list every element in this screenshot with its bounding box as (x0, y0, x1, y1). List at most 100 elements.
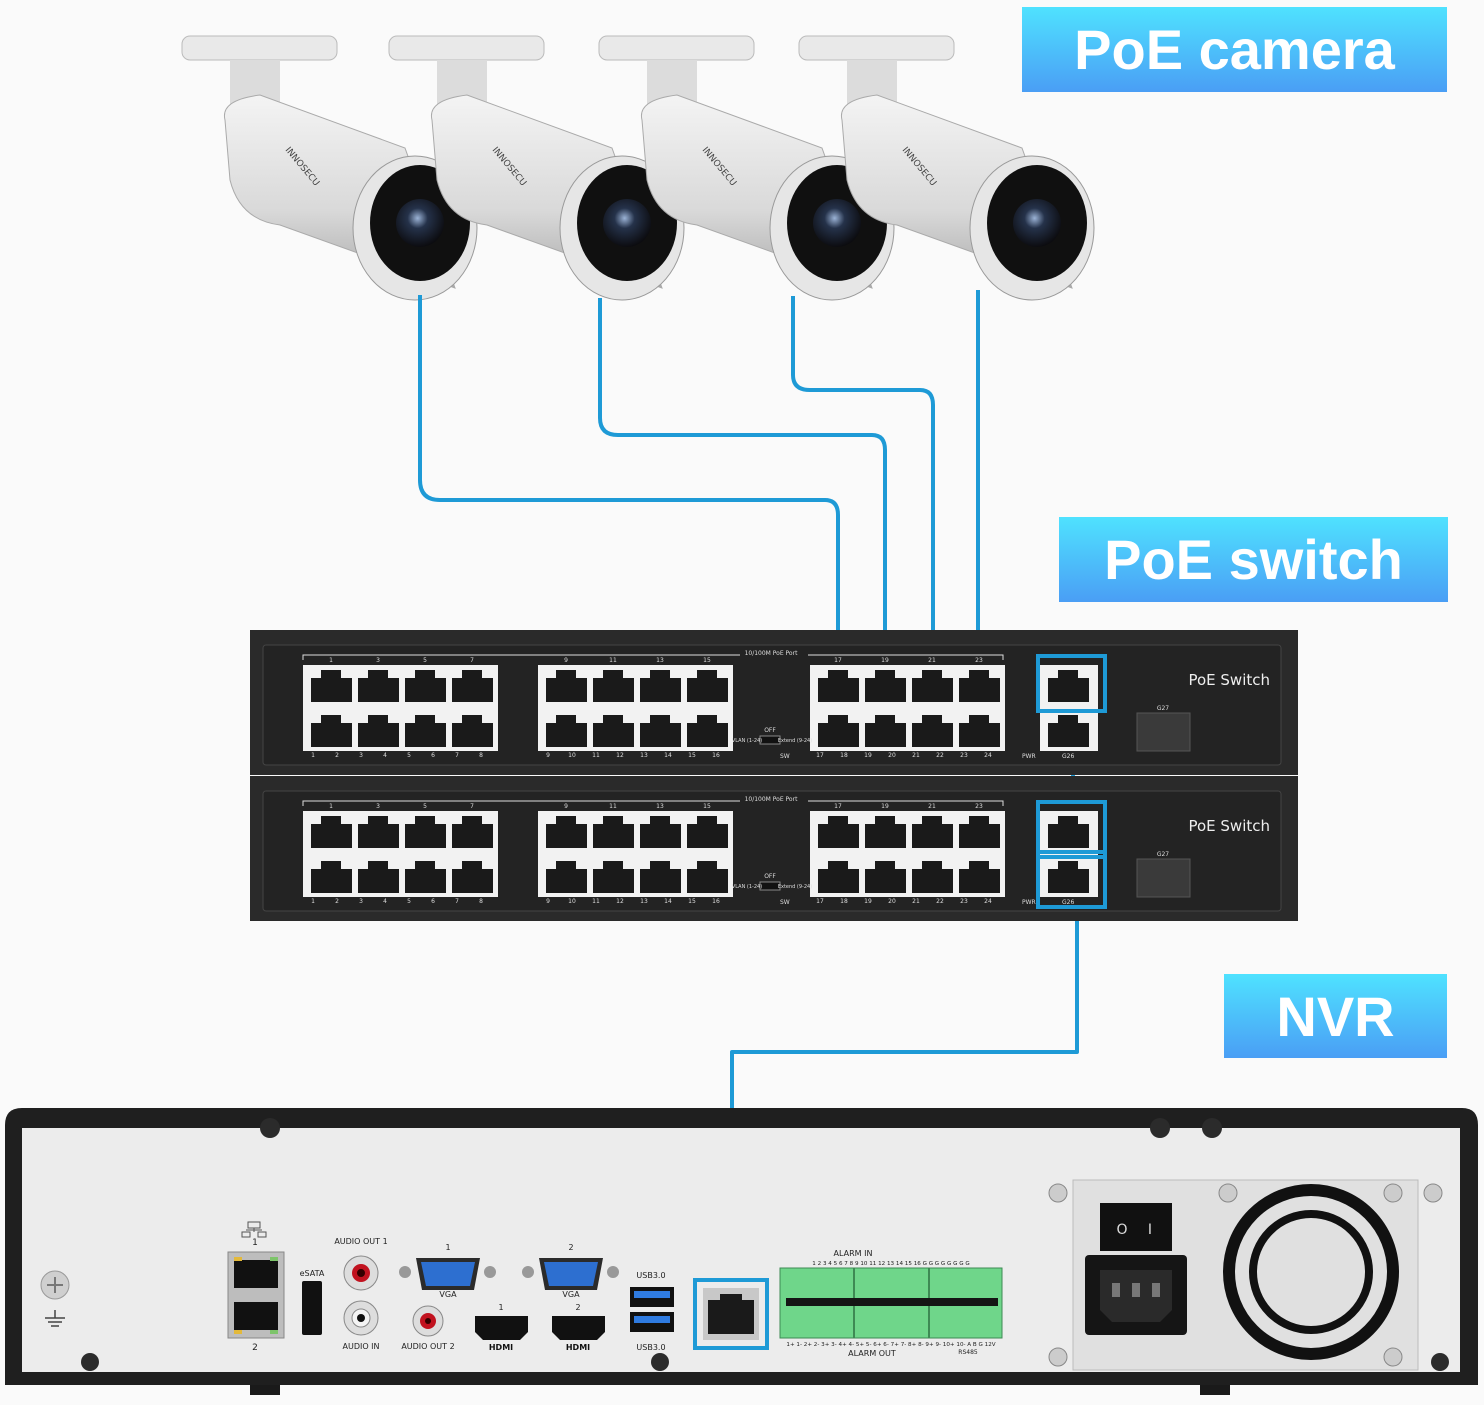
ethernet-port[interactable] (311, 715, 352, 747)
uplink-port[interactable] (1048, 861, 1089, 893)
ethernet-port[interactable] (452, 670, 493, 702)
port-led-label: 23 (960, 752, 968, 759)
port-number: 7 (470, 803, 474, 810)
ethernet-port[interactable] (640, 861, 681, 893)
port-number: 13 (656, 657, 664, 664)
ethernet-port[interactable] (687, 670, 728, 702)
nvr-label: NVR (1224, 974, 1447, 1058)
ethernet-port[interactable] (959, 670, 1000, 702)
port-number: 1 (329, 803, 333, 810)
sfp-port[interactable] (1136, 712, 1191, 752)
ethernet-port[interactable] (818, 715, 859, 747)
ethernet-port[interactable] (311, 861, 352, 893)
ethernet-port[interactable] (865, 861, 906, 893)
port-led-label: 20 (888, 898, 896, 905)
port-led-label: 10 (568, 752, 576, 759)
port-led-label: 3 (359, 898, 363, 905)
port-led-label: 15 (688, 898, 696, 905)
ethernet-port[interactable] (358, 670, 399, 702)
audio-in-jack[interactable] (343, 1300, 379, 1336)
ethernet-port[interactable] (593, 670, 634, 702)
uplink-port[interactable] (1048, 670, 1089, 702)
ethernet-port[interactable] (912, 670, 953, 702)
hdmi-1-port[interactable] (475, 1316, 528, 1340)
alarm-terminal-block[interactable] (779, 1267, 1003, 1339)
port-number: 5 (423, 803, 427, 810)
ethernet-port[interactable] (358, 715, 399, 747)
port-led-label: 14 (664, 752, 672, 759)
port-led-label: 9 (546, 898, 550, 905)
ethernet-port[interactable] (311, 816, 352, 848)
esata-port[interactable] (302, 1281, 322, 1335)
port-led-label: 8 (479, 898, 483, 905)
lan-2-label: 2 (252, 1343, 258, 1353)
port-led-label: 1 (311, 898, 315, 905)
ethernet-port[interactable] (452, 861, 493, 893)
ethernet-port[interactable] (818, 816, 859, 848)
ethernet-port[interactable] (640, 670, 681, 702)
ethernet-port[interactable] (687, 816, 728, 848)
ethernet-port[interactable] (358, 816, 399, 848)
ethernet-port[interactable] (593, 816, 634, 848)
vlan-switch[interactable] (759, 735, 781, 745)
ethernet-port[interactable] (593, 715, 634, 747)
uplink-port[interactable] (1048, 816, 1089, 848)
cable-camera-1 (418, 295, 840, 672)
port-led-label: 19 (864, 752, 872, 759)
vga-1-port[interactable] (399, 1258, 496, 1290)
ethernet-port[interactable] (311, 670, 352, 702)
hdmi-2-label: HDMI (566, 1343, 590, 1352)
ethernet-port[interactable] (687, 715, 728, 747)
nvr-lan-ports[interactable] (227, 1221, 285, 1339)
ethernet-port[interactable] (818, 861, 859, 893)
ethernet-port[interactable] (546, 670, 587, 702)
ethernet-port[interactable] (959, 861, 1000, 893)
switch-name: PoE Switch (1188, 671, 1270, 689)
ethernet-port[interactable] (405, 816, 446, 848)
poe-camera-label: PoE camera (1022, 7, 1447, 92)
ethernet-port[interactable] (912, 816, 953, 848)
port-highlight (1036, 850, 1107, 909)
port-led-label: 2 (335, 752, 339, 759)
uplink-port[interactable] (1048, 715, 1089, 747)
audio-out-2-jack[interactable] (412, 1305, 444, 1337)
ethernet-port[interactable] (546, 861, 587, 893)
ethernet-port[interactable] (865, 715, 906, 747)
ethernet-port[interactable] (865, 816, 906, 848)
hdmi-1-number: 1 (498, 1303, 503, 1312)
ethernet-port[interactable] (640, 816, 681, 848)
ethernet-port[interactable] (405, 670, 446, 702)
ethernet-port[interactable] (959, 715, 1000, 747)
ethernet-port[interactable] (865, 670, 906, 702)
port-number: 7 (470, 657, 474, 664)
ethernet-port[interactable] (912, 715, 953, 747)
power-socket[interactable] (1085, 1255, 1187, 1335)
ethernet-port[interactable] (959, 816, 1000, 848)
cable-camera-3 (791, 296, 935, 672)
vga-2-port[interactable] (522, 1258, 619, 1290)
ethernet-port[interactable] (546, 715, 587, 747)
nvr: 1 2 eSATA AUDIO OUT 1 AUDIO IN AUDIO OUT… (5, 1108, 1478, 1395)
ethernet-port[interactable] (405, 861, 446, 893)
port-led-label: 5 (407, 752, 411, 759)
ethernet-port[interactable] (818, 670, 859, 702)
hdmi-2-port[interactable] (552, 1316, 605, 1340)
port-number: 11 (609, 657, 617, 664)
rs485-label: RS485 (958, 1349, 978, 1356)
port-led-label: 6 (431, 898, 435, 905)
vlan-switch[interactable] (759, 881, 781, 891)
sfp-port[interactable] (1136, 858, 1191, 898)
ethernet-port[interactable] (687, 861, 728, 893)
ethernet-port[interactable] (593, 861, 634, 893)
audio-out-1-jack[interactable] (343, 1255, 379, 1291)
ethernet-port[interactable] (912, 861, 953, 893)
ethernet-port[interactable] (452, 816, 493, 848)
power-switch[interactable]: O I (1100, 1203, 1172, 1251)
camera-lens-icon (813, 199, 861, 247)
ethernet-port[interactable] (358, 861, 399, 893)
ethernet-port[interactable] (546, 816, 587, 848)
ethernet-port[interactable] (405, 715, 446, 747)
ethernet-port[interactable] (452, 715, 493, 747)
ethernet-port[interactable] (640, 715, 681, 747)
nvr-poe-lan-port[interactable] (693, 1278, 769, 1350)
